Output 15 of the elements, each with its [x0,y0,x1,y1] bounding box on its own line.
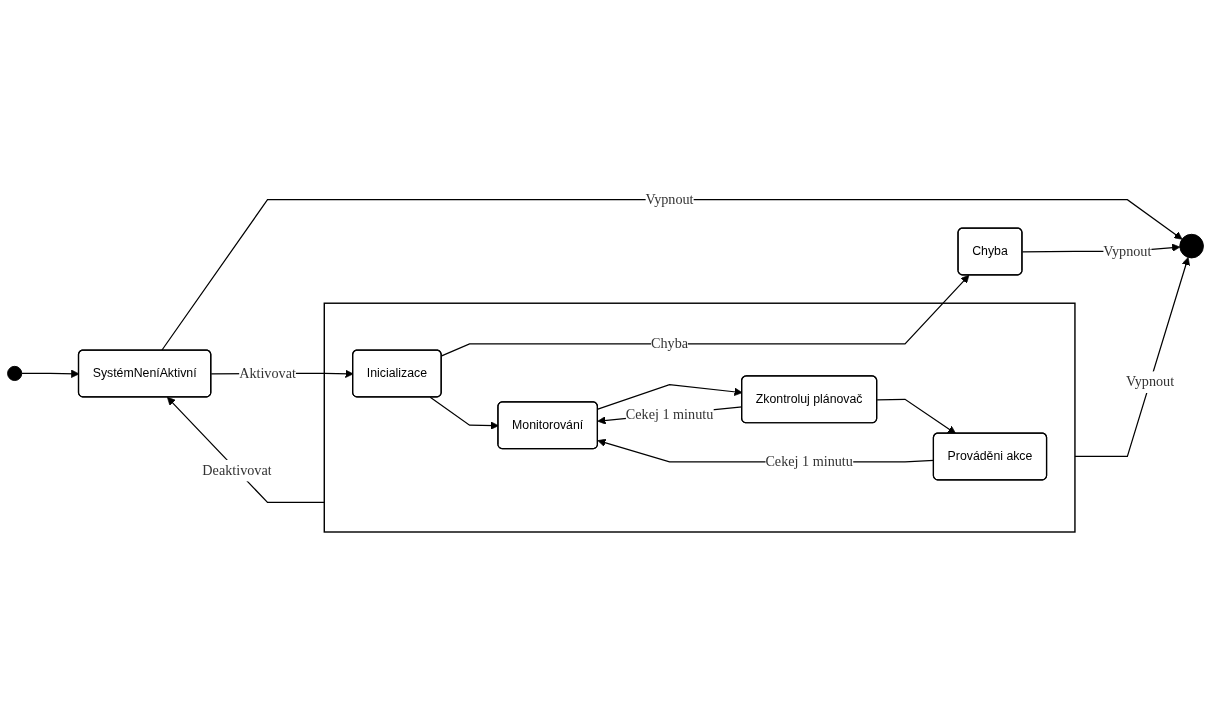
edge-label: Vypnout [1103,243,1152,259]
node-circle [1179,233,1204,259]
arrow [167,396,325,504]
cluster [323,302,1076,533]
edge-label: Deaktivovat [202,462,272,478]
node-circle [7,365,23,381]
edge-label: Cekej 1 minutu [765,453,853,470]
arrow [441,274,970,357]
edge-label: Cekej 1 minutu [625,406,714,422]
edge-label: Aktivovat [239,365,296,381]
edge-label: Vypnout [645,191,694,207]
arrow [876,398,956,434]
edge-label: Chyba [651,336,689,352]
arrow [1074,257,1190,458]
edge-label: Vypnout [1126,374,1175,390]
